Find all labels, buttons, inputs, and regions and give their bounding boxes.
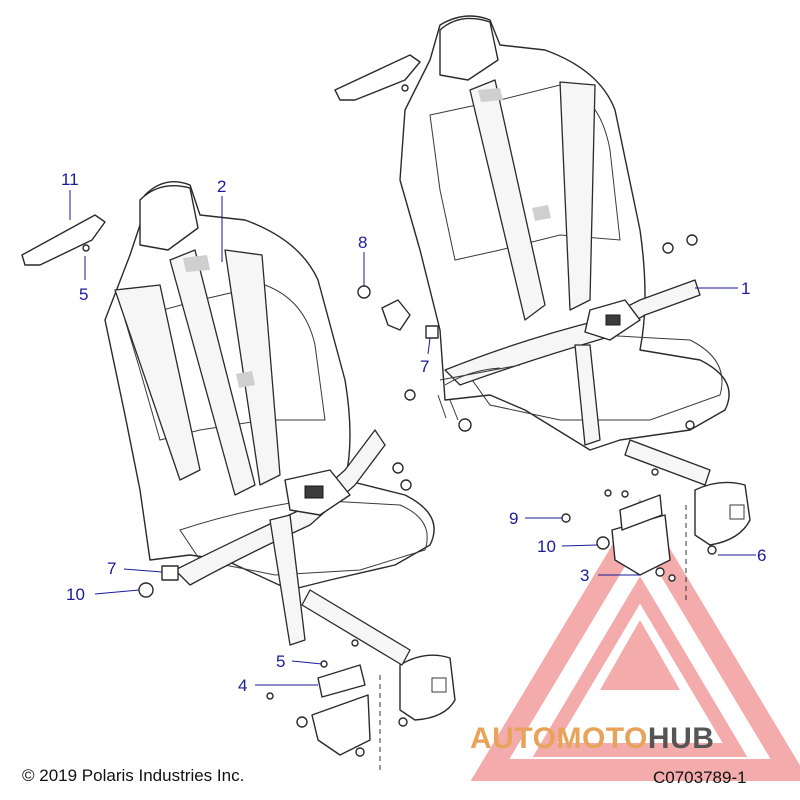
callout-1: 1 [741, 279, 750, 298]
callout-11: 11 [61, 170, 79, 189]
plate-right [619, 494, 663, 531]
callout-10-right: 10 [537, 537, 556, 556]
left-seat [21, 181, 456, 770]
bolt-7-left [161, 565, 179, 581]
callout-5-bottom: 5 [276, 652, 285, 671]
bolt-6 [707, 545, 717, 555]
right-seat [334, 15, 751, 546]
leader-10b [94, 589, 140, 595]
watermark-text-hub: HUB [648, 722, 715, 755]
callout-7-right: 7 [420, 357, 429, 376]
svg-text:AUTOMOTOHUB: AUTOMOTOHUB [470, 722, 714, 755]
callout-8: 8 [358, 233, 367, 252]
bracket-left-bottom [311, 694, 371, 756]
callout-3: 3 [580, 566, 589, 585]
watermark-text-moto: MOTO [556, 722, 647, 755]
plate-4 [317, 664, 366, 698]
callout-5-left: 5 [79, 285, 88, 304]
anchor-bracket [381, 299, 411, 331]
watermark-text: AUTOMOTOHUB [470, 722, 714, 755]
callout-9: 9 [509, 509, 518, 528]
leader-10a [561, 544, 598, 547]
bolt-7-right [425, 325, 439, 339]
nut-10-right [596, 536, 610, 550]
callout-2: 2 [217, 177, 226, 196]
watermark-text-auto: AUTO [470, 722, 556, 755]
nut-9 [561, 513, 571, 523]
nut-8 [357, 285, 371, 299]
leader-7b [427, 337, 431, 355]
copyright-text: © 2019 Polaris Industries Inc. [22, 766, 244, 785]
leader-5b [291, 660, 323, 665]
leader-7a [123, 568, 163, 573]
callout-7-left: 7 [107, 559, 116, 578]
leader-lines [69, 190, 756, 686]
watermark-logo [470, 498, 800, 781]
callout-6: 6 [757, 546, 766, 565]
nut-10-left [138, 582, 154, 598]
callout-10-left: 10 [66, 585, 85, 604]
diagram-code: C0703789-1 [653, 768, 747, 787]
callout-labels: 1 2 3 4 5 5 6 7 7 8 9 10 10 11 [61, 170, 766, 695]
center-small-parts [357, 285, 717, 600]
callout-4: 4 [238, 676, 247, 695]
